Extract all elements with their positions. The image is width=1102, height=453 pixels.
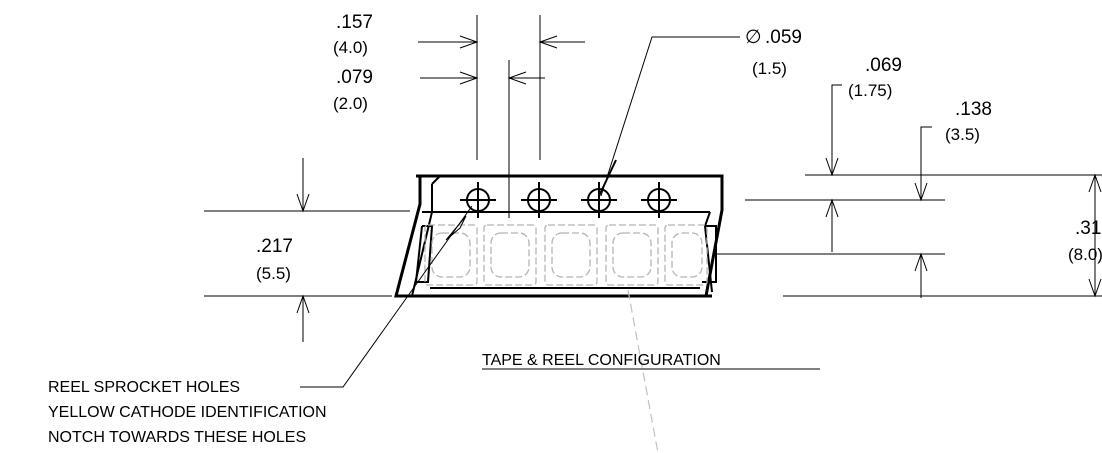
tape-width-mm: (8.0) [1068, 245, 1102, 264]
pocket-2 [483, 224, 537, 286]
carrier-tape [394, 174, 724, 298]
pocket-1 [424, 224, 478, 286]
cavity-height-mm: (5.5) [256, 264, 291, 283]
sprocket-pitch-mm: (4.0) [333, 38, 368, 57]
hole-edge-offset-inch: .069 [865, 55, 902, 76]
sprocket-hole-4 [641, 182, 677, 218]
hole-diameter-mm: (1.5) [752, 59, 787, 78]
diameter-symbol-glyph: ∅ [745, 27, 762, 48]
cavity-height-inch: .217 [256, 236, 293, 257]
note-line-2: YELLOW CATHODE IDENTIFICATION [48, 404, 327, 421]
hole-diameter-inch: .059 [765, 27, 802, 48]
pocket-5 [664, 224, 708, 286]
pocket-3 [544, 224, 598, 286]
diagram-title: TAPE & REEL CONFIGURATION [482, 352, 721, 369]
edge-offset-dimension [825, 84, 842, 252]
hole-diameter-label: ∅ .059 [745, 27, 802, 48]
hole-edge-offset-mm: (1.75) [848, 81, 892, 100]
pitch-extension-lines [476, 15, 541, 218]
center-offset-dimension [914, 126, 932, 298]
center-line [627, 289, 659, 453]
sprocket-holes [460, 182, 677, 218]
note-leader [300, 205, 473, 388]
sprocket-hole-3 [581, 182, 617, 218]
tape-width-dimension [1088, 173, 1102, 298]
diameter-leader [598, 36, 740, 197]
sprocket-hole-2 [521, 182, 557, 218]
hole-to-cavity-inch: .079 [336, 67, 373, 88]
sprocket-pitch-inch: .157 [336, 12, 373, 33]
sprocket-hole-1 [460, 182, 496, 218]
pocket-4 [605, 224, 659, 286]
pitch-dimension-arrows [418, 35, 585, 49]
note-line-1: REEL SPROCKET HOLES [48, 379, 240, 396]
note-line-3: NOTCH TOWARDS THESE HOLES [48, 429, 306, 446]
hole-to-cavity-mm: (2.0) [333, 94, 368, 113]
hole-cavity-dimension-arrows [420, 71, 545, 85]
cavity-height-dimension [204, 158, 410, 342]
right-extension-lines [715, 174, 1102, 297]
hole-to-center-inch: .138 [955, 99, 992, 120]
component-pockets [424, 224, 708, 453]
tape-width-inch: .315 [1075, 218, 1102, 239]
hole-to-center-mm: (3.5) [945, 125, 980, 144]
